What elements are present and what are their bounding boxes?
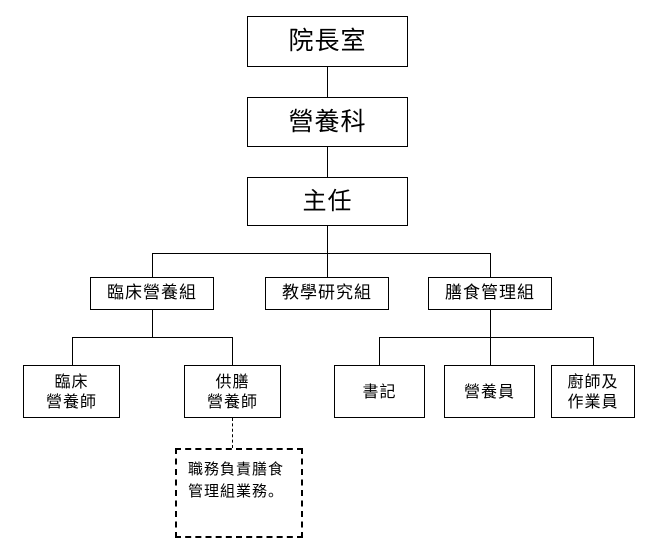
node-food-service-dietitian[interactable]: 供膳 營養師: [184, 365, 281, 418]
node-chief[interactable]: 主任: [247, 177, 408, 226]
node-clinical-nutrition-group[interactable]: 臨床營養組: [90, 277, 214, 310]
connector-drop-cook-worker: [593, 337, 594, 365]
connector-dotted-to-note: [232, 418, 233, 448]
node-nutrition-department[interactable]: 營養科: [247, 97, 408, 147]
connector-dietary-group-stem: [490, 310, 491, 338]
connector-clinical-group-stem: [152, 310, 153, 338]
connector-chief-stem: [327, 226, 328, 278]
connector-drop-clinical-dietitian: [72, 337, 73, 365]
node-teaching-research-group[interactable]: 教學研究組: [265, 277, 389, 310]
connector-drop-clerk: [379, 337, 380, 365]
node-dietary-management-group[interactable]: 膳食管理組: [428, 277, 552, 310]
connector-drop-food-service-dietitian: [232, 337, 233, 365]
connector-dietary-sub-rail: [379, 337, 594, 338]
node-clinical-dietitian[interactable]: 臨床 營養師: [23, 365, 120, 418]
connector-drop-teaching-group: [327, 253, 328, 278]
node-cook-and-worker[interactable]: 廚師及 作業員: [551, 365, 635, 418]
node-director-office[interactable]: 院長室: [247, 16, 408, 67]
connector-drop-clinical-group: [152, 253, 153, 278]
connector-clinical-sub-rail: [72, 337, 233, 338]
connector-group-rail: [152, 253, 491, 254]
connector-nutrition-to-chief: [327, 147, 328, 177]
node-clerk[interactable]: 書記: [334, 365, 425, 418]
connector-drop-dietary-group: [490, 253, 491, 278]
note-food-service-dietitian-duty: 職務負責膳食管理組業務。: [175, 448, 303, 538]
connector-drop-nutrition-staff: [490, 337, 491, 365]
connector-director-to-nutrition: [327, 67, 328, 97]
node-nutrition-staff[interactable]: 營養員: [444, 365, 535, 418]
